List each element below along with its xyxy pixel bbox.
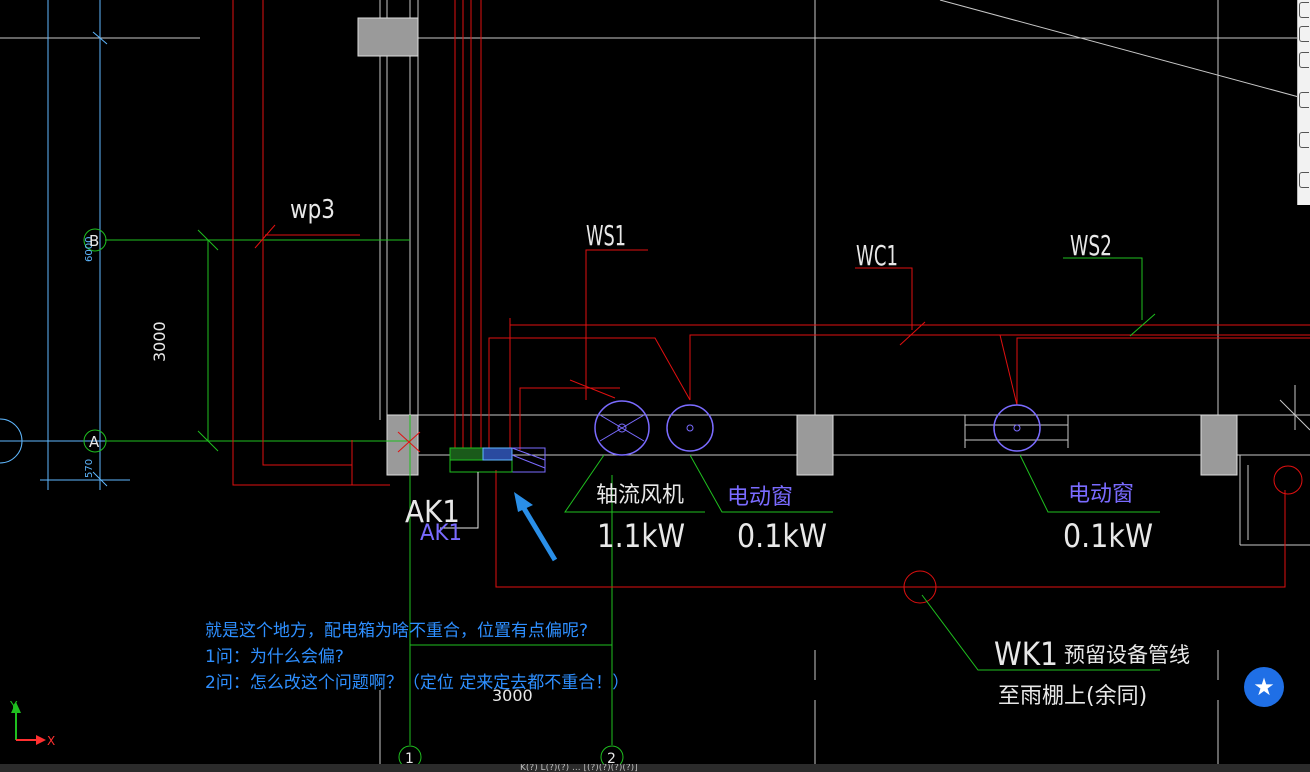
label-wc1: WC1: [856, 239, 898, 272]
label-ak1: AK1: [405, 495, 460, 530]
ucs-y-label: Y: [9, 699, 18, 713]
axis-label-a: A: [89, 433, 100, 451]
power-window-symbol-1[interactable]: [666, 404, 714, 452]
dimension-3000-vertical: 3000: [150, 321, 169, 362]
red-wiring: [232, 0, 1310, 588]
label-fan-power: 1.1kW: [597, 517, 685, 555]
toolbar-button-1[interactable]: [1299, 2, 1309, 18]
status-bar: K(?) L(?)(?) ... [(?)(?)(?)(?)]: [0, 764, 1310, 772]
power-window-symbol-2[interactable]: [993, 404, 1041, 452]
question-line-2: 1问：为什么会偏?: [205, 647, 344, 667]
label-window-1-power: 0.1kW: [737, 517, 827, 555]
label-fan: 轴流风机: [596, 483, 684, 508]
label-ws1: WS1: [586, 219, 626, 252]
toolbar-button-3[interactable]: [1299, 52, 1309, 68]
axis-label-1: 1: [405, 751, 414, 767]
label-wp3: wp3: [290, 195, 335, 225]
toolbar-button-2[interactable]: [1299, 26, 1309, 42]
right-toolbar: [1297, 0, 1310, 205]
axis-label-2: 2: [607, 751, 616, 767]
toolbar-button-5[interactable]: [1299, 132, 1309, 148]
junction-circle: [903, 570, 937, 604]
axis-label-b: B: [89, 232, 99, 250]
axis-lines: [105, 229, 613, 745]
favorite-button[interactable]: ★: [1244, 667, 1284, 707]
label-wk1-desc2: 至雨棚上(余同): [998, 684, 1147, 709]
distribution-box-ak1[interactable]: [440, 447, 546, 529]
toolbar-button-4[interactable]: [1299, 92, 1309, 108]
label-wk1: WK1: [994, 635, 1058, 673]
dimension-570: 570: [84, 459, 95, 478]
axial-fan-symbol[interactable]: [594, 400, 650, 456]
label-window-1: 电动窗: [727, 485, 793, 510]
column-mid: [796, 414, 834, 476]
axis-bubble-left: [0, 418, 23, 464]
label-ak1-ghost: AK1: [420, 521, 462, 546]
ucs-x-label: X: [47, 734, 55, 748]
toolbar-button-6[interactable]: [1299, 172, 1309, 188]
column-top: [357, 17, 419, 57]
label-window-2-power: 0.1kW: [1063, 517, 1153, 555]
column-a1: [386, 414, 419, 476]
column-right: [1200, 414, 1238, 476]
question-line-3: 2问：怎么改这个问题啊？（定位 定来定去都不重合！）: [205, 673, 630, 693]
star-icon: ★: [1253, 673, 1275, 701]
dimension-lines: [0, 0, 130, 490]
status-text: K(?) L(?)(?) ... [(?)(?)(?)(?)]: [520, 764, 638, 772]
green-wiring: [564, 257, 1160, 671]
right-fixture: [1273, 465, 1303, 495]
annotation-arrow: [514, 492, 558, 562]
label-window-2: 电动窗: [1068, 482, 1134, 507]
label-wk1-desc: 预留设备管线: [1064, 643, 1190, 667]
ucs-icon: Y X: [9, 699, 55, 748]
question-line-1: 就是这个地方，配电箱为啥不重合，位置有点偏呢?: [205, 621, 589, 641]
axis-bubbles: [83, 228, 624, 769]
dimension-3000-horizontal: 3000: [492, 686, 533, 705]
label-ws2: WS2: [1070, 229, 1112, 262]
dimension-6000: 6000: [84, 237, 95, 262]
